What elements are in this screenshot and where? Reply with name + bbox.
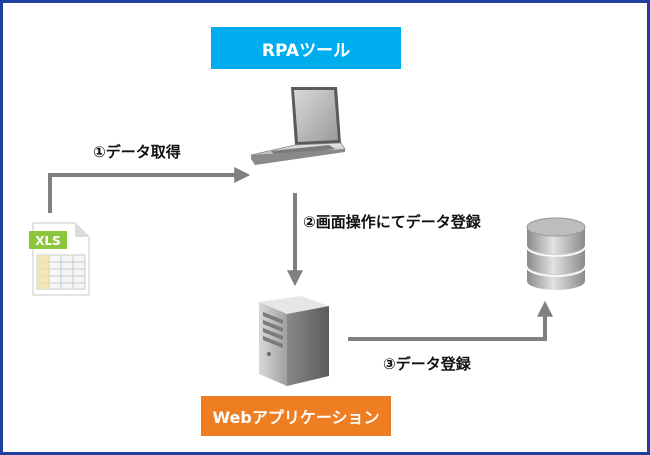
xls-badge-text: XLS (35, 234, 61, 248)
server-tower-icon (259, 296, 329, 386)
laptop-icon (250, 87, 346, 165)
web-app-box: Webアプリケーション (201, 396, 391, 436)
rpa-tool-label: RPAツール (261, 40, 351, 61)
database-icon (526, 217, 586, 290)
arrow-step3 (348, 300, 553, 341)
step2-label: ②画面操作にてデータ登録 (303, 213, 481, 231)
flow-arrows (48, 167, 553, 341)
step1-label: ①データ取得 (93, 143, 181, 161)
xls-file-icon: XLS (29, 222, 90, 296)
arrow-step1 (48, 167, 251, 213)
web-app-label: Webアプリケーション (212, 408, 380, 427)
rpa-tool-box: RPAツール (211, 27, 401, 69)
step3-label: ③データ登録 (383, 355, 471, 373)
